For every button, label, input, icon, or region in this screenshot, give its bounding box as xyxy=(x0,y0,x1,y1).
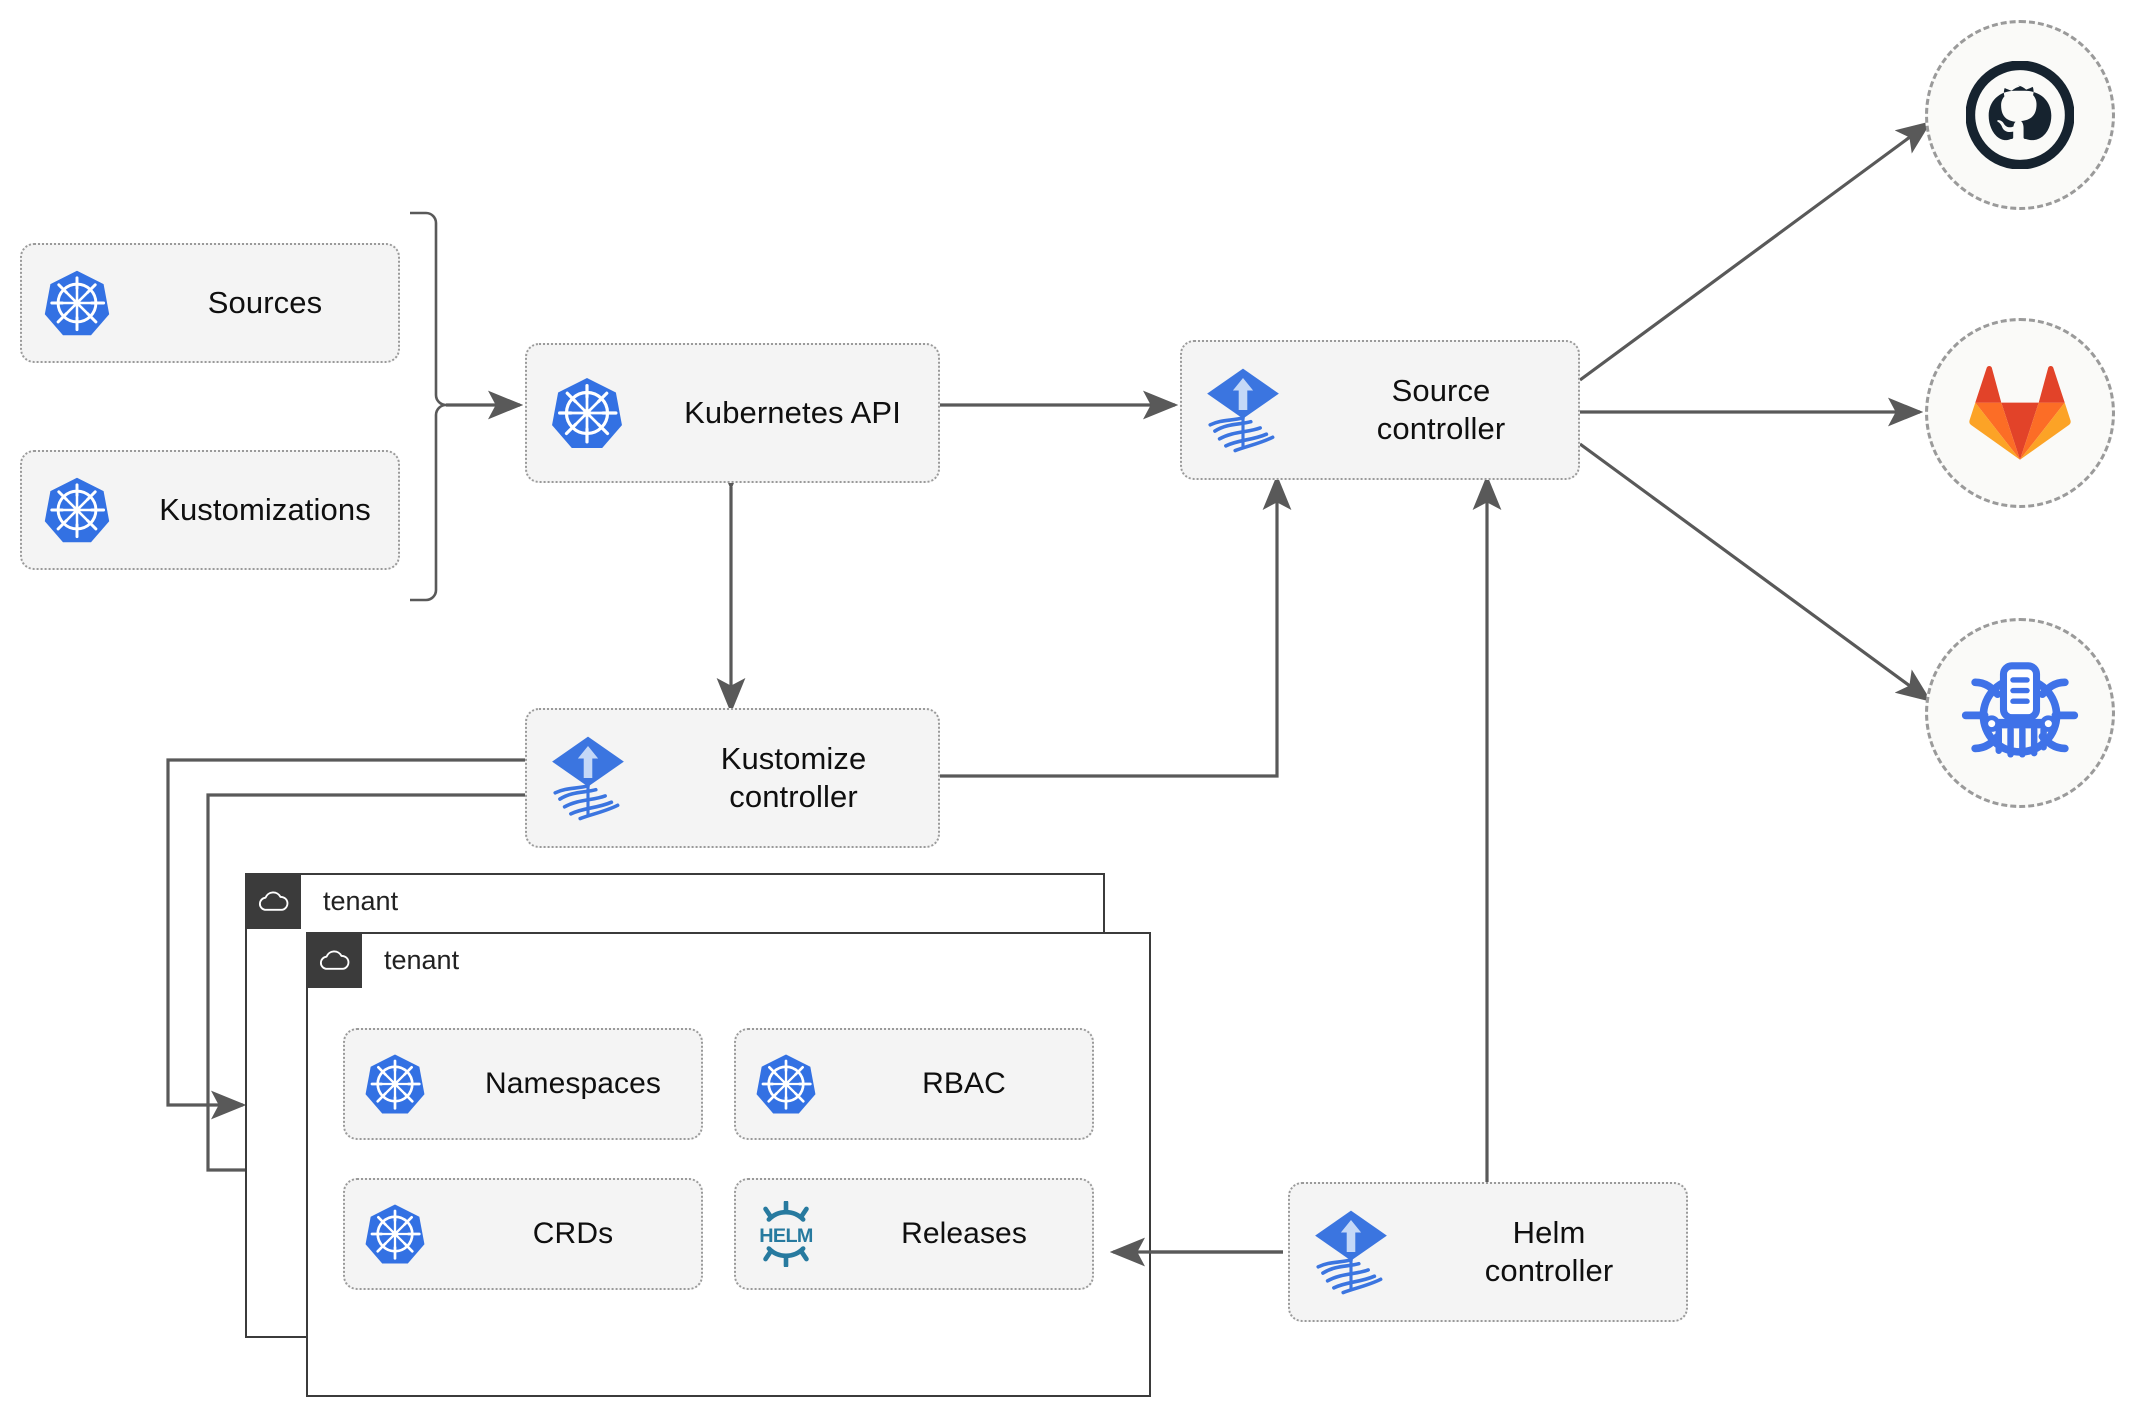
node-helm-repository[interactable] xyxy=(1925,618,2115,808)
node-kustomizations-label: Kustomizations xyxy=(159,492,371,528)
helm-icon xyxy=(736,1201,836,1267)
flux-icon xyxy=(527,735,649,821)
tenant-name-front: tenant xyxy=(384,944,460,975)
node-kustomizations[interactable]: Kustomizations xyxy=(20,450,400,570)
wire-kustomize-to-source-controller xyxy=(940,474,1292,778)
resources-bracket xyxy=(410,211,447,602)
kubernetes-icon xyxy=(345,1052,445,1116)
gitlab-icon xyxy=(1968,364,2072,462)
wire-source-to-github xyxy=(1579,121,1932,382)
flux-icon xyxy=(1182,367,1304,453)
tenant-header-back: tenant xyxy=(245,873,398,929)
node-kubernetes-api[interactable]: Kubernetes API xyxy=(525,343,940,483)
helm-repository-icon xyxy=(1961,654,2079,772)
node-namespaces[interactable]: Namespaces xyxy=(343,1028,703,1140)
node-source-controller-label: Source controller xyxy=(1376,373,1506,446)
node-releases-label: Releases xyxy=(901,1216,1027,1250)
tenant-name-back: tenant xyxy=(323,885,399,916)
node-namespaces-label: Namespaces xyxy=(484,1066,662,1100)
flux-icon xyxy=(1290,1209,1412,1295)
node-kubernetes-api-label: Kubernetes API xyxy=(684,395,901,431)
kubernetes-icon xyxy=(736,1052,836,1116)
node-sources-label: Sources xyxy=(207,285,323,321)
wire-source-to-helm-repository xyxy=(1579,442,1932,702)
kubernetes-icon xyxy=(527,375,647,451)
node-source-controller[interactable]: Source controller xyxy=(1180,340,1580,480)
kubernetes-icon xyxy=(345,1202,445,1266)
node-helm-controller-label: Helm controller xyxy=(1484,1215,1614,1288)
tenant-container-front[interactable]: tenant xyxy=(306,932,1151,1397)
node-rbac-label: RBAC xyxy=(922,1066,1006,1100)
node-rbac[interactable]: RBAC xyxy=(734,1028,1094,1140)
kubernetes-icon xyxy=(22,475,132,545)
cloud-icon xyxy=(245,873,301,929)
node-crds-label: CRDs xyxy=(532,1216,614,1250)
node-gitlab[interactable] xyxy=(1925,318,2115,508)
node-kustomize-controller-label: Kustomize controller xyxy=(720,741,867,814)
node-sources[interactable]: Sources xyxy=(20,243,400,363)
node-helm-controller[interactable]: Helm controller xyxy=(1288,1182,1688,1322)
github-icon xyxy=(1966,61,2074,169)
node-kustomize-controller[interactable]: Kustomize controller xyxy=(525,708,940,848)
kubernetes-icon xyxy=(22,268,132,338)
node-crds[interactable]: CRDs xyxy=(343,1178,703,1290)
cloud-icon xyxy=(306,932,362,988)
node-github[interactable] xyxy=(1925,20,2115,210)
node-releases[interactable]: Releases xyxy=(734,1178,1094,1290)
tenant-header-front: tenant xyxy=(306,932,459,988)
